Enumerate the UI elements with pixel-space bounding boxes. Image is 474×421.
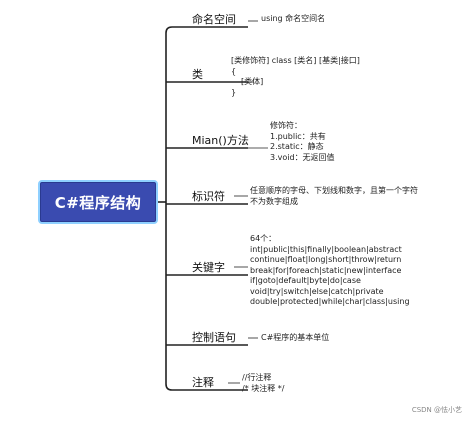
branch-namespace: 命名空间 bbox=[192, 13, 236, 26]
detail-line: 修饰符： bbox=[270, 121, 302, 130]
detail-line: double|protected|while|char|class|using bbox=[250, 297, 410, 306]
branch-main-method: Mian()方法 bbox=[192, 134, 249, 147]
detail-identifier: 任意顺序的字母、下划线和数字，且第一个字符 不为数字组成 bbox=[250, 186, 418, 207]
detail-line: [类体] bbox=[241, 77, 264, 86]
watermark: CSDN @怯小艺 bbox=[411, 406, 462, 414]
detail-line: { bbox=[231, 66, 237, 76]
branch-control-statement: 控制语句 bbox=[192, 331, 236, 344]
detail-comment: //行注释 /* 块注释 */ bbox=[242, 373, 284, 394]
detail-line: 不为数字组成 bbox=[250, 196, 298, 206]
branch-class: 类 bbox=[192, 68, 203, 81]
detail-line: 3.void：无返回值 bbox=[270, 152, 335, 162]
detail-control-statement: C#程序的基本单位 bbox=[261, 333, 329, 344]
branch-comment: 注释 bbox=[192, 376, 214, 389]
root-label: C#程序结构 bbox=[54, 193, 142, 212]
detail-line: using 命名空间名 bbox=[261, 14, 326, 23]
detail-line: continue|float|long|short|throw|return bbox=[250, 255, 402, 264]
detail-line: C#程序的基本单位 bbox=[261, 333, 330, 342]
detail-line: 1.public：共有 bbox=[270, 131, 326, 141]
detail-line: } bbox=[231, 87, 237, 97]
detail-line: break|for|foreach|static|new|interface bbox=[250, 265, 402, 275]
detail-class: [类修饰符] class [类名] [基类|接口] { [类体] } bbox=[231, 56, 360, 98]
detail-line: [类修饰符] class [类名] [基类|接口] bbox=[231, 56, 360, 65]
trunk-line bbox=[165, 26, 173, 391]
root-node: C#程序结构 bbox=[38, 180, 158, 224]
detail-line: if|goto|default|byte|do|case bbox=[250, 276, 361, 285]
detail-line: 2.static：静态 bbox=[270, 142, 324, 151]
detail-main-method: 修饰符： 1.public：共有 2.static：静态 3.void：无返回值 bbox=[270, 121, 335, 163]
branch-keywords: 关键字 bbox=[192, 261, 225, 274]
branch-identifier: 标识符 bbox=[192, 190, 225, 203]
detail-line: //行注释 bbox=[242, 373, 272, 382]
detail-line: void|try|switch|else|catch|private bbox=[250, 286, 384, 296]
detail-line: 任意顺序的字母、下划线和数字，且第一个字符 bbox=[250, 186, 418, 195]
detail-keywords: 64个： int|public|this|finally|boolean|abs… bbox=[250, 234, 410, 308]
detail-line: int|public|this|finally|boolean|abstract bbox=[250, 244, 402, 254]
detail-namespace: using 命名空间名 bbox=[261, 14, 325, 25]
detail-line: 64个： bbox=[250, 234, 277, 243]
detail-line: /* 块注释 */ bbox=[242, 383, 285, 393]
